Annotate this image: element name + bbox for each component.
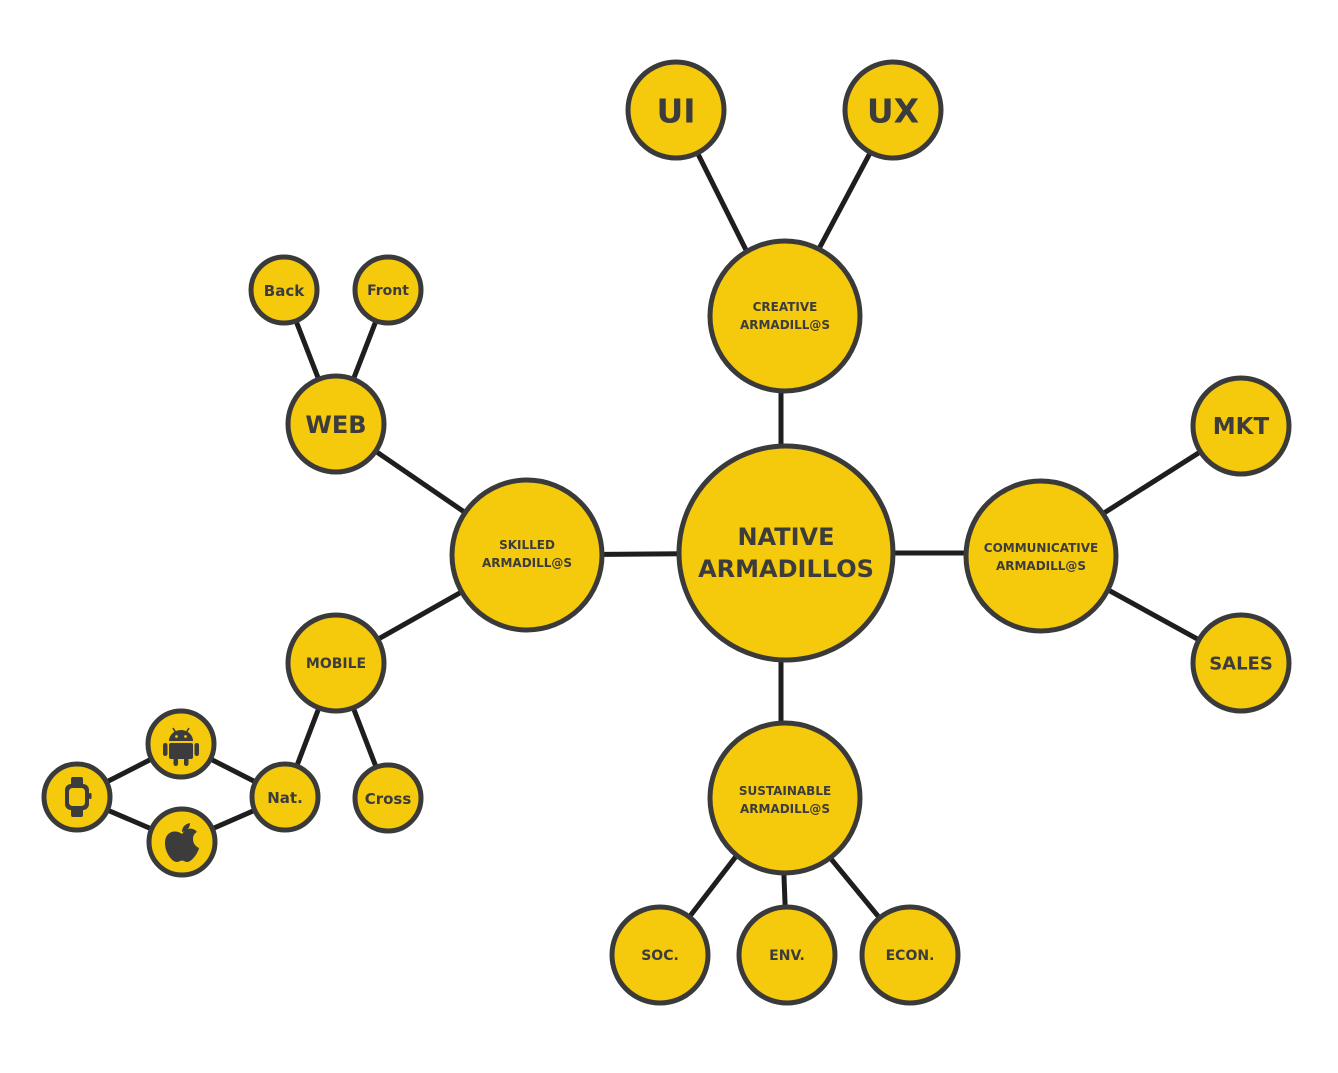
node-sustainable-armadillos-line1: SUSTAINABLE — [739, 784, 831, 798]
node-apple — [146, 806, 218, 878]
node-sustainable-armadillos-circle — [707, 720, 863, 876]
node-soc: SOC. — [609, 904, 711, 1006]
node-ui-label: UI — [656, 92, 695, 131]
node-creative-armadillos-line2: ARMADILL@S — [740, 318, 830, 332]
node-ui: UI — [625, 59, 727, 161]
node-cross: Cross — [352, 762, 424, 834]
node-sales-circle — [1190, 612, 1292, 714]
node-mobile-label: MOBILE — [306, 656, 366, 672]
node-mobile: MOBILE — [285, 612, 387, 714]
node-communicative-armadillos: COMMUNICATIVE ARMADILL@S — [963, 478, 1119, 634]
node-native-armadillos-line2: ARMADILLOS — [698, 555, 874, 583]
node-front-circle — [352, 254, 424, 326]
node-communicative-armadillos-circle — [963, 478, 1119, 634]
node-skilled-armadillos-circle — [449, 477, 605, 633]
node-mkt-label: MKT — [1213, 414, 1270, 440]
node-back: Back — [248, 254, 320, 326]
node-econ-circle — [859, 904, 961, 1006]
node-soc-circle — [609, 904, 711, 1006]
node-sales-label: SALES — [1209, 654, 1273, 675]
node-native-armadillos: NATIVE ARMADILLOS — [676, 443, 896, 663]
node-env: ENV. — [736, 904, 838, 1006]
node-back-circle — [248, 254, 320, 326]
node-web-circle — [285, 373, 387, 475]
smartwatch-icon — [65, 777, 92, 817]
node-web-label: WEB — [305, 411, 366, 439]
node-skilled-armadillos-line2: ARMADILL@S — [482, 556, 572, 570]
node-cross-circle — [352, 762, 424, 834]
node-ux-label: UX — [867, 92, 919, 131]
node-communicative-armadillos-line2: ARMADILL@S — [996, 559, 1086, 573]
node-sustainable-armadillos-line2: ARMADILL@S — [740, 802, 830, 816]
node-nat-label: Nat. — [267, 789, 303, 807]
node-front-label: Front — [367, 283, 409, 299]
node-mkt: MKT — [1190, 375, 1292, 477]
node-mobile-circle — [285, 612, 387, 714]
node-sales: SALES — [1190, 612, 1292, 714]
node-ux-circle — [842, 59, 944, 161]
node-skilled-armadillos-line1: SKILLED — [499, 538, 555, 552]
node-ui-circle — [625, 59, 727, 161]
node-communicative-armadillos-line1: COMMUNICATIVE — [984, 541, 1098, 555]
android-icon — [163, 727, 199, 766]
node-nat: Nat. — [249, 761, 321, 833]
node-back-label: Back — [264, 282, 305, 300]
node-skilled-armadillos: SKILLED ARMADILL@S — [449, 477, 605, 633]
apple-icon — [165, 823, 199, 862]
node-sustainable-armadillos: SUSTAINABLE ARMADILL@S — [707, 720, 863, 876]
node-native-armadillos-line1: NATIVE — [737, 523, 834, 551]
node-econ-label: ECON. — [886, 948, 935, 964]
node-creative-armadillos: CREATIVE ARMADILL@S — [707, 238, 863, 394]
node-env-circle — [736, 904, 838, 1006]
node-cross-label: Cross — [365, 790, 412, 808]
node-soc-label: SOC. — [641, 948, 679, 964]
node-creative-armadillos-line1: CREATIVE — [753, 300, 818, 314]
node-creative-armadillos-circle — [707, 238, 863, 394]
node-ux: UX — [842, 59, 944, 161]
node-nat-circle — [249, 761, 321, 833]
node-native-armadillos-circle — [676, 443, 896, 663]
node-watch — [41, 761, 113, 833]
node-android — [145, 708, 217, 780]
node-web: WEB — [285, 373, 387, 475]
node-env-label: ENV. — [769, 948, 805, 964]
node-front: Front — [352, 254, 424, 326]
node-mkt-circle — [1190, 375, 1292, 477]
node-econ: ECON. — [859, 904, 961, 1006]
